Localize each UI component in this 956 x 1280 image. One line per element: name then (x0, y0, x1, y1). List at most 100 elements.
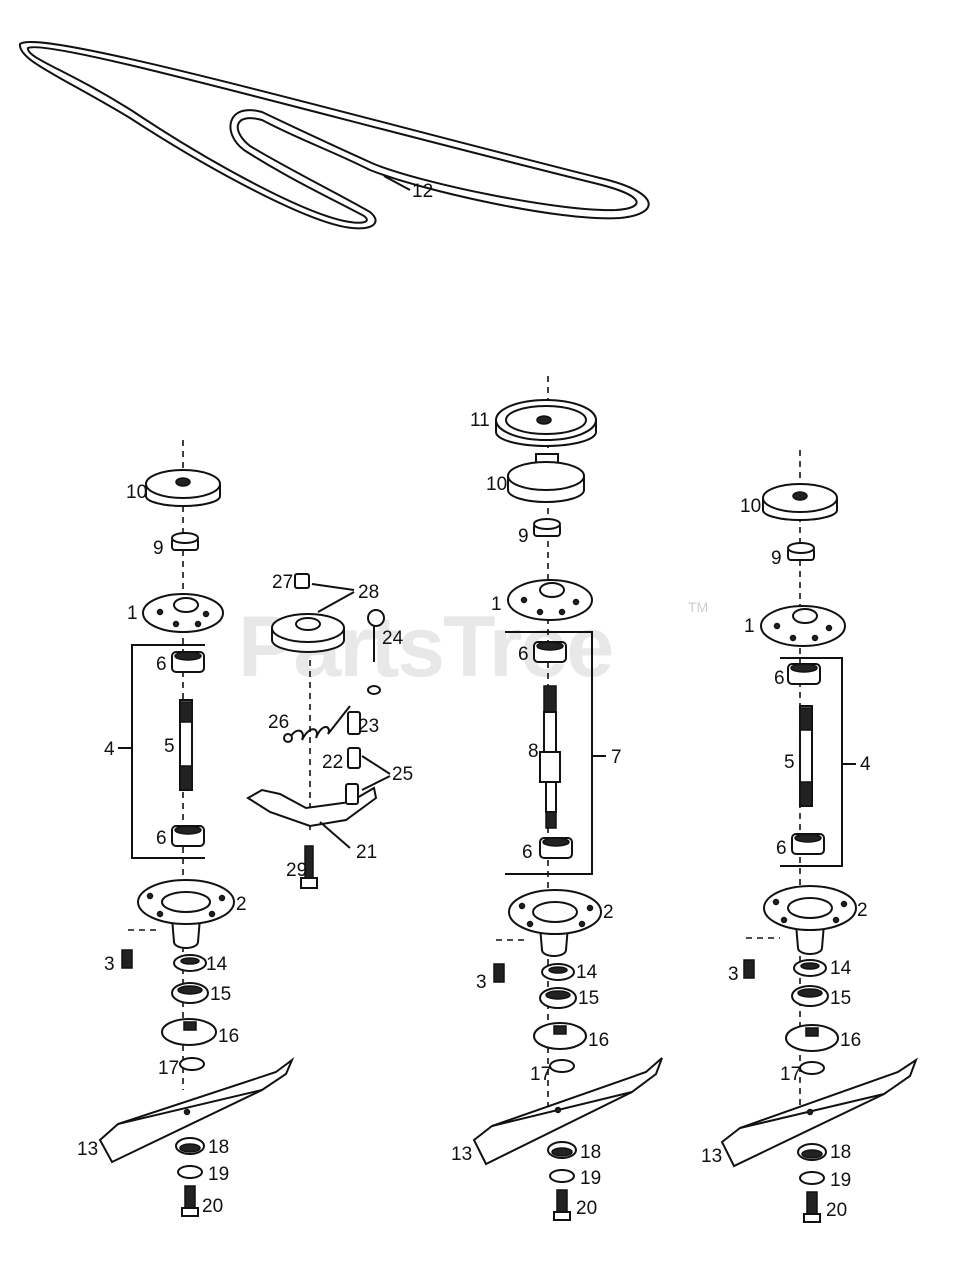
left-spindle-assembly: 10 9 1 4 6 5 (77, 440, 295, 1217)
right-blade-washer[interactable] (797, 1143, 827, 1161)
callout-left-bearing-bottom: 6 (156, 828, 167, 849)
callout-right-star-washer: 19 (830, 1170, 851, 1191)
center-screw[interactable] (493, 939, 528, 983)
right-lock-washer[interactable] (799, 1061, 825, 1075)
callout-left-spindle-group: 4 (104, 739, 115, 760)
left-blade-adapter[interactable] (161, 1018, 217, 1046)
left-bearing-retainer[interactable] (171, 982, 209, 1004)
center-blade[interactable] (472, 1057, 663, 1166)
center-blade-adapter[interactable] (533, 1022, 587, 1050)
right-bearing-retainer[interactable] (791, 985, 829, 1007)
callout-idler-arm: 21 (356, 842, 377, 863)
right-housing-plate[interactable] (760, 605, 846, 647)
callout-center-seal: 14 (576, 962, 598, 983)
callout-right-blade-washer: 18 (830, 1142, 851, 1163)
right-bearing-bottom[interactable] (791, 833, 825, 855)
center-bolt[interactable] (553, 1189, 571, 1221)
callout-center-lock-washer: 17 (530, 1064, 551, 1085)
left-star-washer[interactable] (177, 1165, 203, 1179)
left-seal[interactable] (173, 954, 207, 972)
center-lock-washer[interactable] (549, 1059, 575, 1073)
right-blade-adapter[interactable] (785, 1024, 839, 1052)
idler-bushing[interactable] (347, 747, 361, 769)
callout-right-bolt: 20 (826, 1200, 847, 1221)
center-blade-washer[interactable] (547, 1141, 577, 1159)
idler-spacer[interactable] (347, 711, 361, 735)
callout-right-housing-plate: 1 (744, 616, 755, 637)
callout-belt: 12 (412, 181, 433, 202)
center-bearing-retainer[interactable] (539, 987, 577, 1009)
callout-left-bearing-retainer: 15 (210, 984, 231, 1005)
callout-right-shaft: 5 (784, 752, 795, 773)
callout-left-star-washer: 19 (208, 1164, 229, 1185)
left-pulley[interactable] (145, 469, 221, 507)
callout-center-blade: 13 (451, 1144, 472, 1165)
callout-right-screw: 3 (728, 964, 739, 985)
callout-right-seal: 14 (830, 958, 852, 979)
callout-idler-bushing: 22 (322, 752, 343, 773)
callout-right-washer: 9 (771, 548, 782, 569)
center-seal[interactable] (541, 963, 575, 981)
center-bearing-bottom[interactable] (539, 837, 573, 859)
right-bearing-top[interactable] (787, 663, 821, 685)
idler-nut[interactable] (294, 573, 310, 589)
callout-center-washer: 9 (518, 526, 529, 547)
callout-center-blade-washer: 18 (580, 1142, 601, 1163)
callout-idler-pulley-group: 28 (358, 582, 379, 603)
left-housing[interactable] (137, 879, 235, 949)
right-bolt[interactable] (803, 1191, 821, 1223)
center-pulley-large[interactable] (495, 399, 597, 447)
right-star-washer[interactable] (799, 1171, 825, 1185)
callout-idler-spring: 26 (268, 712, 289, 733)
center-housing[interactable] (508, 889, 602, 957)
idler-arm[interactable] (246, 783, 378, 828)
right-pulley[interactable] (762, 483, 838, 521)
callout-idler-spacer: 23 (358, 716, 379, 737)
callout-right-spindle-group: 4 (860, 754, 871, 775)
right-shaft[interactable] (799, 705, 813, 807)
center-pulley-small[interactable] (507, 453, 585, 503)
center-star-washer[interactable] (549, 1169, 575, 1183)
center-housing-plate[interactable] (507, 579, 593, 621)
idler-pivot-bolt[interactable] (300, 845, 318, 889)
left-blade-washer[interactable] (175, 1137, 205, 1155)
drive-belt[interactable] (18, 40, 650, 230)
callout-idler-nut: 27 (272, 572, 293, 593)
callout-idler-eye-bolt: 24 (382, 628, 404, 649)
callout-left-washer: 9 (153, 538, 164, 559)
idler-pulley[interactable] (271, 613, 345, 653)
idler-spring[interactable] (283, 705, 351, 743)
left-washer[interactable] (171, 532, 199, 551)
left-blade[interactable] (98, 1056, 295, 1164)
callout-right-blade: 13 (701, 1146, 722, 1167)
idler-eye-bolt[interactable] (367, 609, 385, 662)
callout-right-pulley: 10 (740, 496, 761, 517)
callout-center-shaft: 8 (528, 741, 539, 762)
right-screw[interactable] (743, 937, 780, 979)
callout-idler-pivot-bolt: 29 (286, 860, 307, 881)
callout-center-bolt: 20 (576, 1198, 597, 1219)
center-washer[interactable] (533, 518, 561, 537)
center-bearing-top[interactable] (533, 641, 567, 663)
callout-center-bearing-bottom: 6 (522, 842, 533, 863)
left-lock-washer[interactable] (179, 1057, 205, 1071)
left-bearing-top[interactable] (171, 651, 205, 673)
right-blade[interactable] (720, 1057, 919, 1168)
callout-left-bolt: 20 (202, 1196, 223, 1217)
left-shaft[interactable] (179, 699, 193, 791)
left-bolt[interactable] (181, 1185, 199, 1217)
left-housing-plate[interactable] (142, 593, 224, 633)
left-bearing-bottom[interactable] (171, 825, 205, 847)
callout-center-housing-plate: 1 (491, 594, 502, 615)
callout-right-blade-adapter: 16 (840, 1030, 861, 1051)
left-screw[interactable] (121, 929, 158, 969)
center-shaft[interactable] (539, 685, 561, 829)
right-washer[interactable] (787, 542, 815, 561)
callout-center-star-washer: 19 (580, 1168, 601, 1189)
right-housing[interactable] (763, 885, 857, 955)
right-seal[interactable] (793, 959, 827, 977)
callout-left-pulley: 10 (126, 482, 147, 503)
callout-idler-pivot-group: 25 (392, 764, 413, 785)
callout-center-bearing-top: 6 (518, 644, 529, 665)
